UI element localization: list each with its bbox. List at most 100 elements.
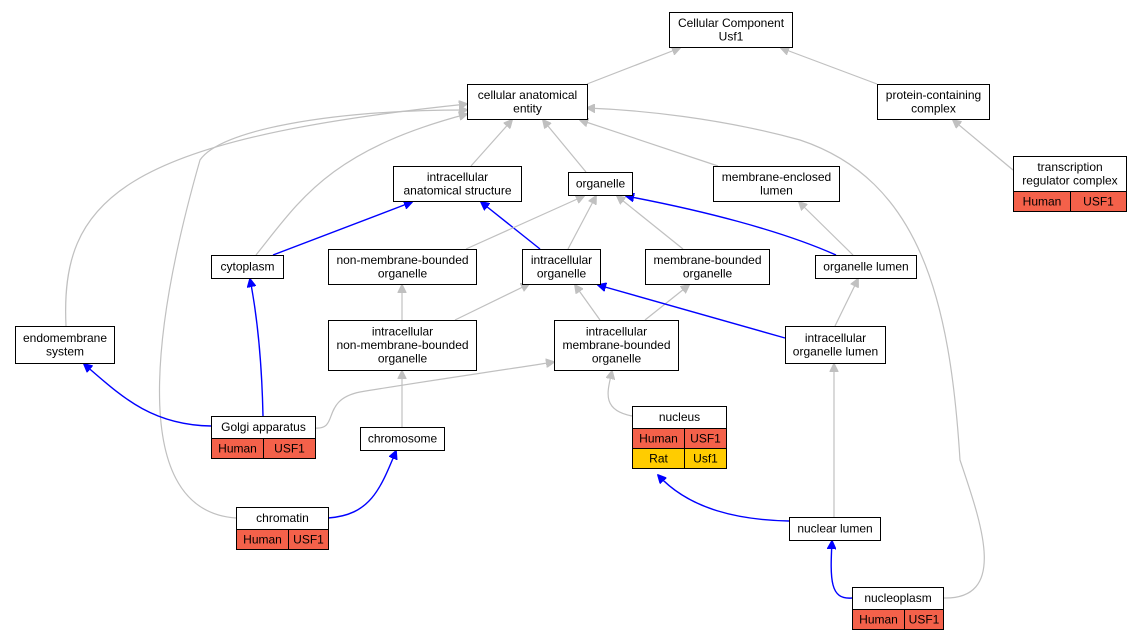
edge-iol-to-ol xyxy=(834,279,858,327)
edge-chromatin-to-cae xyxy=(158,110,467,519)
node-box xyxy=(669,12,793,48)
node-label: endomembrane xyxy=(23,331,107,345)
node-cyto[interactable]: cytoplasm xyxy=(211,255,284,279)
edge-np-to-cae xyxy=(587,108,985,599)
node-label: chromatin xyxy=(256,511,309,525)
edge-nl-to-nucleus xyxy=(658,475,790,522)
node-box xyxy=(877,84,990,120)
edge-imbo-to-mbo xyxy=(644,285,689,321)
node-label: Golgi apparatus xyxy=(221,420,306,434)
annotation-cell xyxy=(684,448,727,469)
annotation-cell xyxy=(1070,191,1127,212)
node-label: membrane-bounded xyxy=(653,253,761,267)
edge-np-to-nl xyxy=(831,541,853,599)
node-label: intracellular xyxy=(531,253,592,267)
annotation-gene: USF1 xyxy=(274,442,305,456)
edge-ol-to-mel xyxy=(799,202,854,256)
node-box xyxy=(785,326,886,364)
node-label: cytoplasm xyxy=(220,260,274,274)
node-box xyxy=(467,84,588,120)
node-box xyxy=(328,320,477,371)
node-label: cellular anatomical xyxy=(478,88,577,102)
edges-layer xyxy=(65,48,1014,599)
edge-cyto-to-ias xyxy=(272,202,412,256)
node-box xyxy=(1013,156,1127,192)
annotation-gene: USF1 xyxy=(293,533,324,547)
node-label: Cellular Component xyxy=(678,16,785,30)
edge-imbo-to-io xyxy=(575,285,601,321)
node-chromosome[interactable]: chromosome xyxy=(360,427,445,451)
node-label: membrane-enclosed xyxy=(722,170,831,184)
node-label: organelle xyxy=(378,266,428,280)
edge-inmbo-to-io xyxy=(454,284,529,321)
edge-mel-to-cae xyxy=(580,120,719,167)
edge-io-to-organelle xyxy=(567,196,596,250)
node-label: organelle lumen xyxy=(793,344,878,358)
node-label: complex xyxy=(911,101,956,115)
node-label: anatomical structure xyxy=(403,183,511,197)
edge-golgi-to-imbo xyxy=(314,362,554,429)
edge-ol-to-organelle xyxy=(626,196,837,256)
annotation-species: Human xyxy=(859,613,898,627)
annotation-species: Human xyxy=(639,432,678,446)
node-label: nucleus xyxy=(659,410,700,424)
edge-nucleus-to-imbo xyxy=(608,371,633,417)
edge-io-to-ias xyxy=(481,202,541,250)
node-label: Usf1 xyxy=(719,29,744,43)
annotation-species: Human xyxy=(218,442,257,456)
node-label: nuclear lumen xyxy=(797,522,872,536)
node-label: organelle xyxy=(537,266,587,280)
node-box xyxy=(815,255,917,279)
node-nl[interactable]: nuclear lumen xyxy=(789,517,881,541)
annotation-species: Human xyxy=(243,533,282,547)
node-box xyxy=(568,172,633,196)
annotation-cell xyxy=(263,438,316,459)
node-organelle[interactable]: organelle xyxy=(568,172,633,196)
node-box xyxy=(789,517,881,541)
edge-nmbo-to-organelle xyxy=(465,196,584,250)
node-box xyxy=(15,326,115,364)
node-label: membrane-bounded xyxy=(562,338,670,352)
node-label: intracellular xyxy=(586,325,647,339)
node-label: regulator complex xyxy=(1022,173,1117,187)
node-label: non-membrane-bounded xyxy=(336,338,468,352)
node-label: protein-containing xyxy=(886,88,981,102)
edge-iol-to-io xyxy=(598,285,786,339)
node-label: organelle lumen xyxy=(823,260,908,274)
edge-es-to-cae xyxy=(65,104,467,327)
annotation-gene: Usf1 xyxy=(693,452,718,466)
node-box xyxy=(211,255,284,279)
node-label: organelle xyxy=(378,352,428,366)
node-ol[interactable]: organelle lumen xyxy=(815,255,917,279)
edge-golgi-to-cyto xyxy=(250,279,264,417)
node-box xyxy=(713,166,840,202)
node-label: lumen xyxy=(760,183,793,197)
node-label: entity xyxy=(513,101,542,115)
node-label: chromosome xyxy=(368,432,438,446)
node-box xyxy=(393,166,522,202)
edge-mbo-to-organelle xyxy=(617,196,684,250)
node-label: intracellular xyxy=(372,325,433,339)
node-box xyxy=(328,249,477,285)
node-label: intracellular xyxy=(427,170,488,184)
node-inmbo[interactable]: intracellularnon-membrane-boundedorganel… xyxy=(328,320,477,371)
annotation-gene: USF1 xyxy=(909,613,940,627)
node-label: transcription xyxy=(1037,160,1102,174)
